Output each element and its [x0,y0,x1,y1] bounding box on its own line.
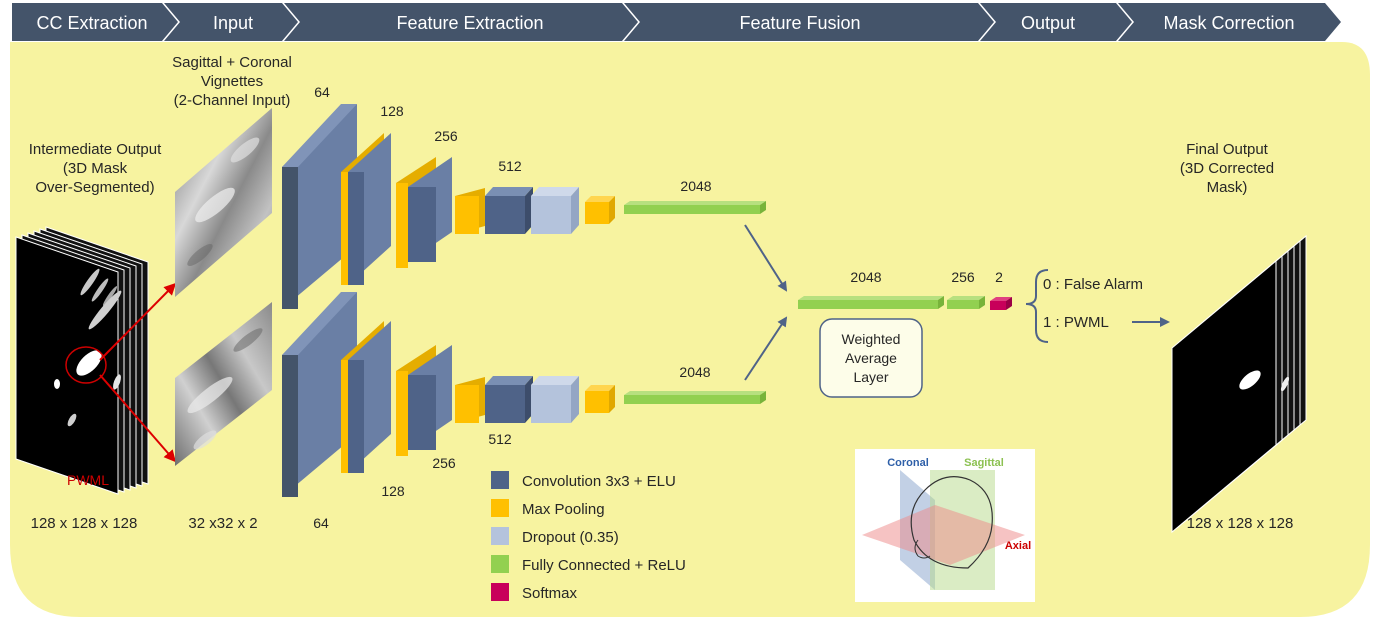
head-outline-icon [910,476,993,569]
svg-text:Average: Average [845,350,897,366]
output-volume-size-label: 128 x 128 x 128 [1187,515,1294,532]
bottom-dropout-block [531,376,579,423]
output-class-pwml: 1 : PWML [1043,314,1109,331]
svg-text:Sagittal + Coronal: Sagittal + Coronal [172,54,292,71]
stage-label-input: Input [213,13,253,33]
legend-label-softmax: Softmax [522,585,578,602]
legend-label-max-pooling: Max Pooling [522,501,605,518]
legend: Convolution 3x3 + ELU Max Pooling Dropou… [491,471,686,602]
svg-text:Vignettes: Vignettes [201,73,263,90]
legend-swatch-dropout [491,527,509,545]
top-size-64: 64 [314,84,330,100]
fusion-size-2: 2 [995,269,1003,285]
final-output-front-slice [1171,259,1277,534]
legend-swatch-fully-connected [491,555,509,573]
output-class-false-alarm: 0 : False Alarm [1043,276,1143,293]
top-conv-block-64 [282,104,357,309]
svg-text:(3D Mask: (3D Mask [63,160,128,177]
legend-label-convolution: Convolution 3x3 + ELU [522,473,676,490]
vignette-size-label: 32 x32 x 2 [188,515,257,532]
pwml-marker-label: PWML [67,472,109,488]
fusion-size-2048: 2048 [850,269,881,285]
pwml-highlight-circle [65,346,107,384]
axial-plane [862,505,1025,565]
legend-swatch-max-pooling [491,499,509,517]
stage-bar: CC Extraction Input Feature Extraction F… [12,3,1341,41]
svg-text:Final Output: Final Output [1186,141,1269,158]
bottom-size-64: 64 [313,515,329,531]
bottom-pool-block-final [585,385,615,413]
stage-label-feature-fusion: Feature Fusion [739,13,860,33]
bottom-pool-block-512 [455,377,485,423]
bottom-branch: 64 128 256 512 2048 [282,292,766,531]
fusion-fc-layer-256 [947,296,985,309]
stage-mask-correction-chevron [1118,3,1341,41]
bottom-size-256: 256 [432,455,456,471]
top-size-512: 512 [498,158,522,174]
legend-label-dropout: Dropout (0.35) [522,529,619,546]
final-output-volume-stack [1171,234,1307,534]
input-volume-size-label: 128 x 128 x 128 [31,515,138,532]
legend-swatch-softmax [491,583,509,601]
top-pool-block-final [585,196,615,224]
stage-feature-fusion-chevron [624,3,994,41]
svg-text:(2-Channel Input): (2-Channel Input) [174,92,291,109]
stage-label-mask-correction: Mask Correction [1163,13,1294,33]
stage-feature-extraction-chevron [284,3,638,41]
final-output-label: Final Output (3D Corrected Mask) [1180,141,1274,196]
bottom-size-2048: 2048 [679,364,710,380]
svg-text:Layer: Layer [853,369,888,385]
stage-label-feature-extraction: Feature Extraction [396,13,543,33]
bottom-vignette-image [175,302,272,466]
output-brace [1025,269,1049,343]
legend-label-fully-connected: Fully Connected + ReLU [522,557,686,574]
top-pool-block-512 [455,188,485,234]
input-volume-front-slice [15,236,119,495]
input-vignettes-label: Sagittal + Coronal Vignettes (2-Channel … [172,54,292,109]
stage-cc-extraction-chevron [12,3,178,41]
orientation-inset: Coronal Sagittal Axial [855,449,1035,602]
bottom-conv-block-256 [408,345,452,450]
top-branch: 64 128 256 512 2048 [282,84,766,309]
top-size-2048: 2048 [680,178,711,194]
bottom-conv-block-128 [348,321,391,473]
top-fc-layer-2048 [624,201,766,214]
top-vignette-image [175,108,272,297]
bottom-conv-block-512 [485,376,533,423]
top-size-128: 128 [380,103,404,119]
fusion-size-256: 256 [951,269,975,285]
intermediate-output-label: Intermediate Output (3D Mask Over-Segmen… [29,141,162,196]
inset-label-axial: Axial [1005,540,1031,552]
stage-label-cc-extraction: CC Extraction [36,13,147,33]
legend-swatch-convolution [491,471,509,489]
weighted-average-layer-box: Weighted Average Layer [819,318,923,398]
red-arrow-to-top-vignette [99,282,177,361]
inset-label-sagittal: Sagittal [964,457,1004,469]
svg-text:Over-Segmented): Over-Segmented) [35,179,154,196]
bottom-size-512: 512 [488,431,512,447]
arrow-top-to-fusion [744,224,788,292]
top-conv-block-512 [485,187,533,234]
bottom-fc-layer-2048 [624,391,766,404]
input-volume-stack [15,226,149,495]
svg-text:Intermediate Output: Intermediate Output [29,141,162,158]
bottom-conv-block-64 [282,292,357,497]
top-size-256: 256 [434,128,458,144]
stage-input-chevron [164,3,298,41]
stage-label-output: Output [1021,13,1075,33]
fusion-fc-layer-2048 [798,296,944,309]
red-arrow-to-bottom-vignette [99,374,176,463]
top-dropout-block [531,187,579,234]
inset-label-coronal: Coronal [887,457,929,469]
svg-text:(3D Corrected: (3D Corrected [1180,160,1274,177]
stage-output-chevron [980,3,1132,41]
top-conv-block-256 [408,157,452,262]
bottom-size-128: 128 [381,483,405,499]
svg-text:Weighted: Weighted [842,331,901,347]
top-conv-block-128 [348,133,391,285]
arrow-bottom-to-fusion [744,316,788,381]
svg-text:Mask): Mask) [1207,179,1248,196]
fusion-softmax-layer-2 [990,297,1012,310]
